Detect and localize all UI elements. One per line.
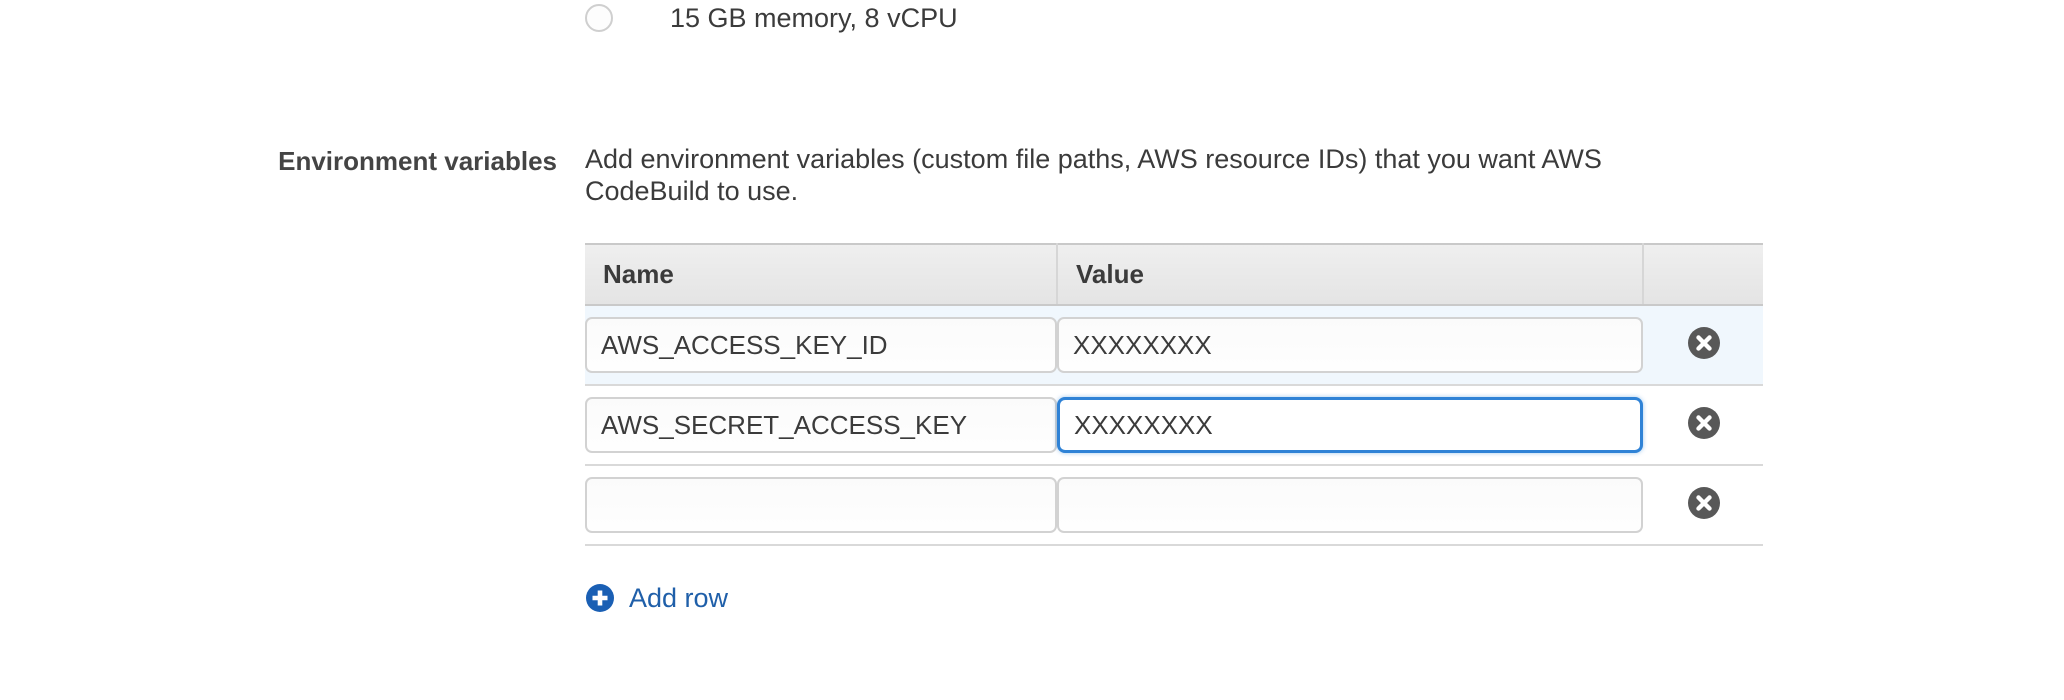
table-row [585, 305, 1763, 386]
table-header-row: Name Value [585, 243, 1763, 306]
column-header-value: Value [1057, 243, 1644, 306]
env-name-input[interactable] [585, 477, 1057, 533]
environment-variables-label: Environment variables [278, 146, 557, 176]
column-header-actions [1643, 243, 1763, 306]
value-cell [1057, 305, 1643, 386]
environment-variables-table: Name Value [585, 243, 1763, 546]
delete-circle-x-icon[interactable] [1687, 486, 1721, 520]
name-cell [585, 465, 1057, 546]
name-cell [585, 385, 1057, 466]
add-row-button[interactable]: Add row [585, 583, 728, 613]
add-circle-plus-icon [585, 583, 615, 613]
add-row-label: Add row [629, 582, 729, 613]
environment-variables-description: Add environment variables (custom file p… [585, 144, 1602, 207]
memory-option-label: 15 GB memory, 8 vCPU [670, 2, 958, 33]
value-cell [1057, 385, 1643, 466]
column-header-name: Name [585, 243, 1058, 306]
env-value-input-focused[interactable] [1057, 397, 1643, 453]
actions-cell [1643, 305, 1763, 386]
radio-unselected-icon[interactable] [585, 4, 613, 32]
value-cell [1057, 465, 1643, 546]
table-header: Name Value [585, 243, 1763, 306]
env-name-input[interactable] [585, 317, 1057, 373]
name-cell [585, 305, 1057, 386]
delete-circle-x-icon[interactable] [1687, 326, 1721, 360]
env-value-input[interactable] [1057, 317, 1643, 373]
table-body [585, 305, 1763, 546]
actions-cell [1643, 465, 1763, 546]
delete-circle-x-icon[interactable] [1687, 406, 1721, 440]
actions-cell [1643, 385, 1763, 466]
memory-option-row[interactable]: 15 GB memory, 8 vCPU [585, 0, 958, 36]
table-row [585, 385, 1763, 466]
table-row [585, 465, 1763, 546]
env-name-input[interactable] [585, 397, 1057, 453]
env-value-input[interactable] [1057, 477, 1643, 533]
